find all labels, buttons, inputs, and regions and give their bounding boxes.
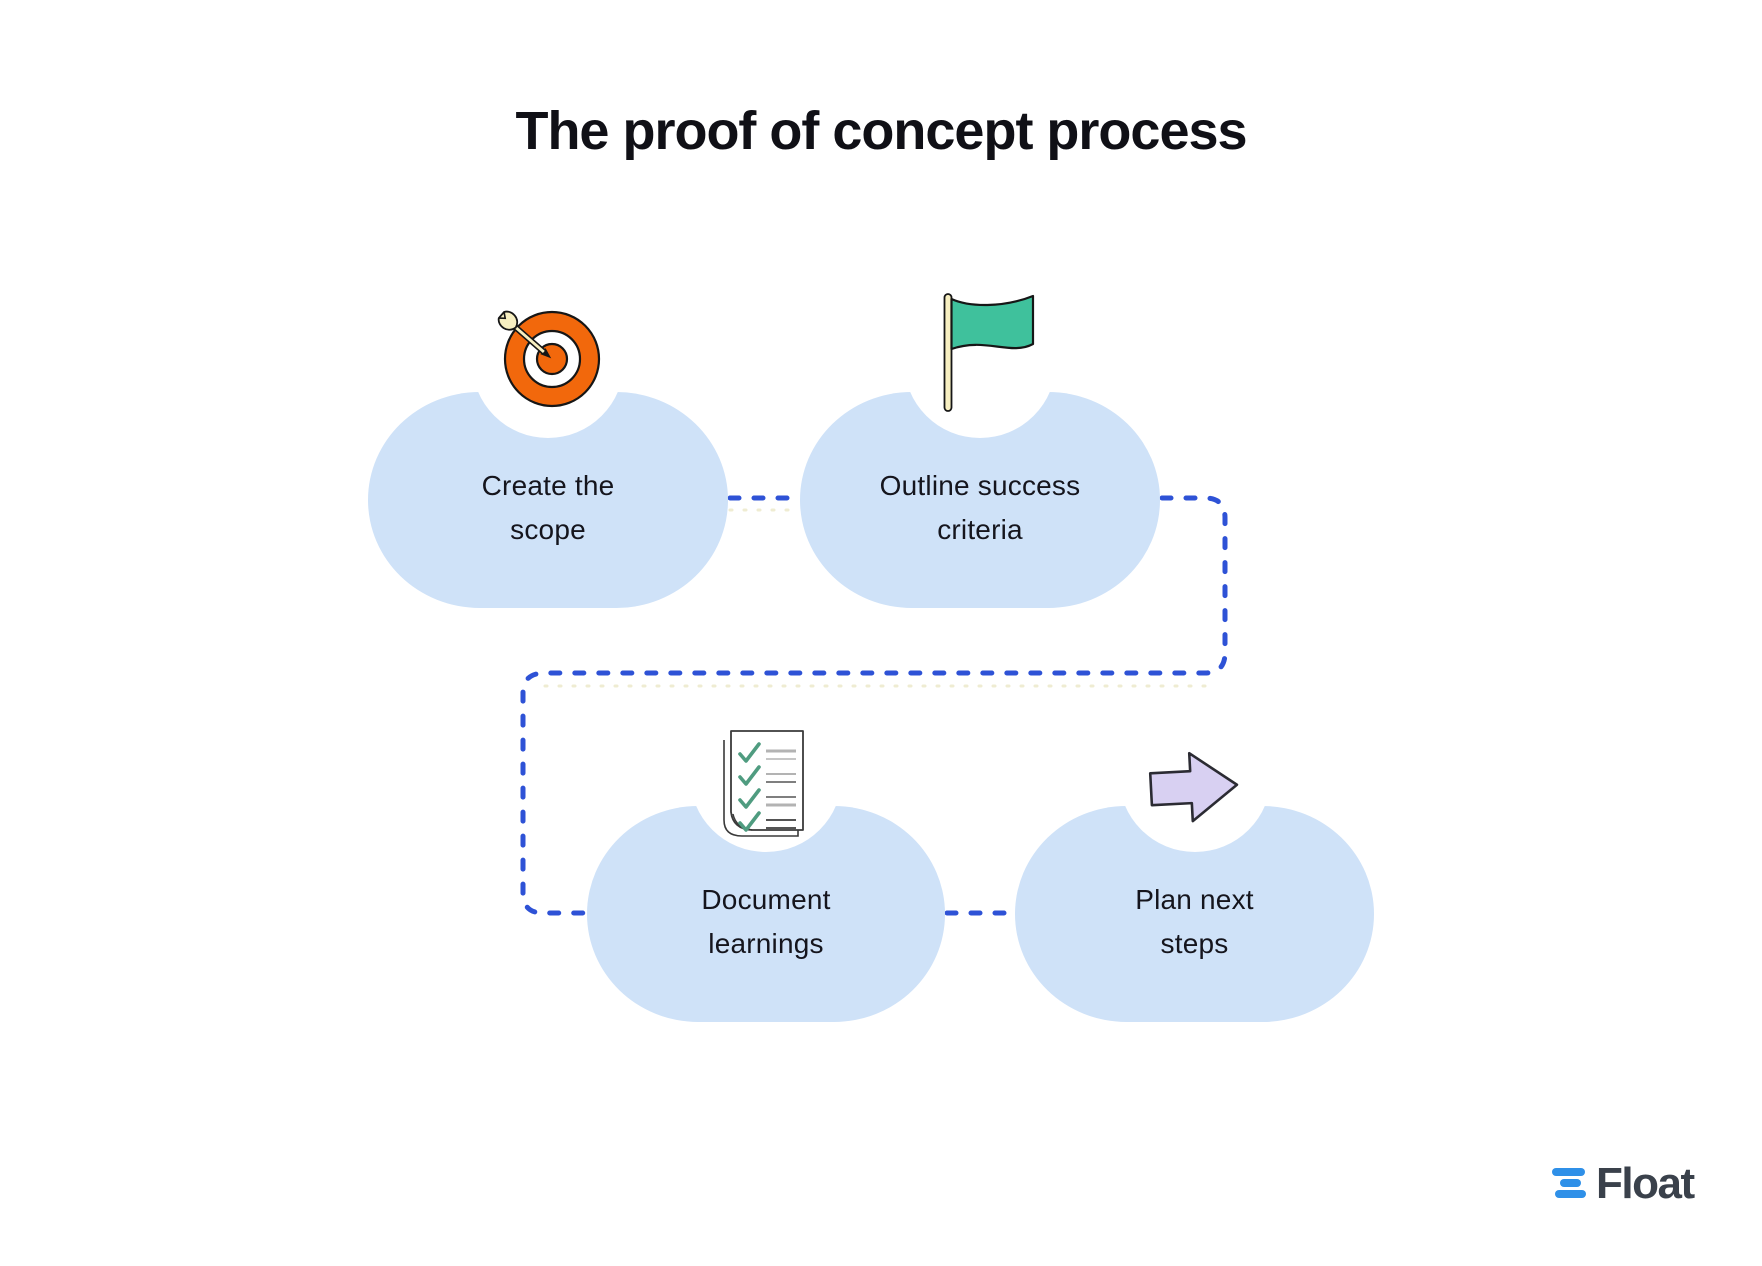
step-label-line2: steps [1160, 928, 1229, 959]
step-label: Outline success criteria [800, 464, 1160, 552]
step-label-line2: learnings [708, 928, 824, 959]
step-plan-next-steps: Plan next steps [1015, 700, 1374, 1022]
target-icon [497, 310, 601, 408]
page-title: The proof of concept process [515, 101, 1247, 161]
step-outline-success-criteria: Outline success criteria [800, 286, 1160, 608]
float-logo-text: Float [1596, 1159, 1695, 1208]
step-label: Document learnings [587, 878, 945, 966]
float-logo: Float [1551, 1159, 1695, 1208]
step-label-line1: Document [701, 884, 831, 915]
flag-icon [943, 293, 1035, 412]
step-label-line1: Create the [481, 470, 615, 501]
step-label-line1: Plan next [1135, 884, 1254, 915]
float-logo-mark [1552, 1168, 1586, 1198]
step-label-line1: Outline success [879, 470, 1081, 501]
step-label-line2: scope [510, 514, 586, 545]
step-create-the-scope: Create the scope [368, 286, 728, 608]
checklist-icon [723, 730, 804, 837]
step-label-line2: criteria [937, 514, 1023, 545]
step-document-learnings: Document learnings [587, 700, 945, 1022]
step-label: Create the scope [368, 464, 728, 552]
step-label: Plan next steps [1015, 878, 1374, 966]
arrow-icon [1148, 751, 1239, 823]
